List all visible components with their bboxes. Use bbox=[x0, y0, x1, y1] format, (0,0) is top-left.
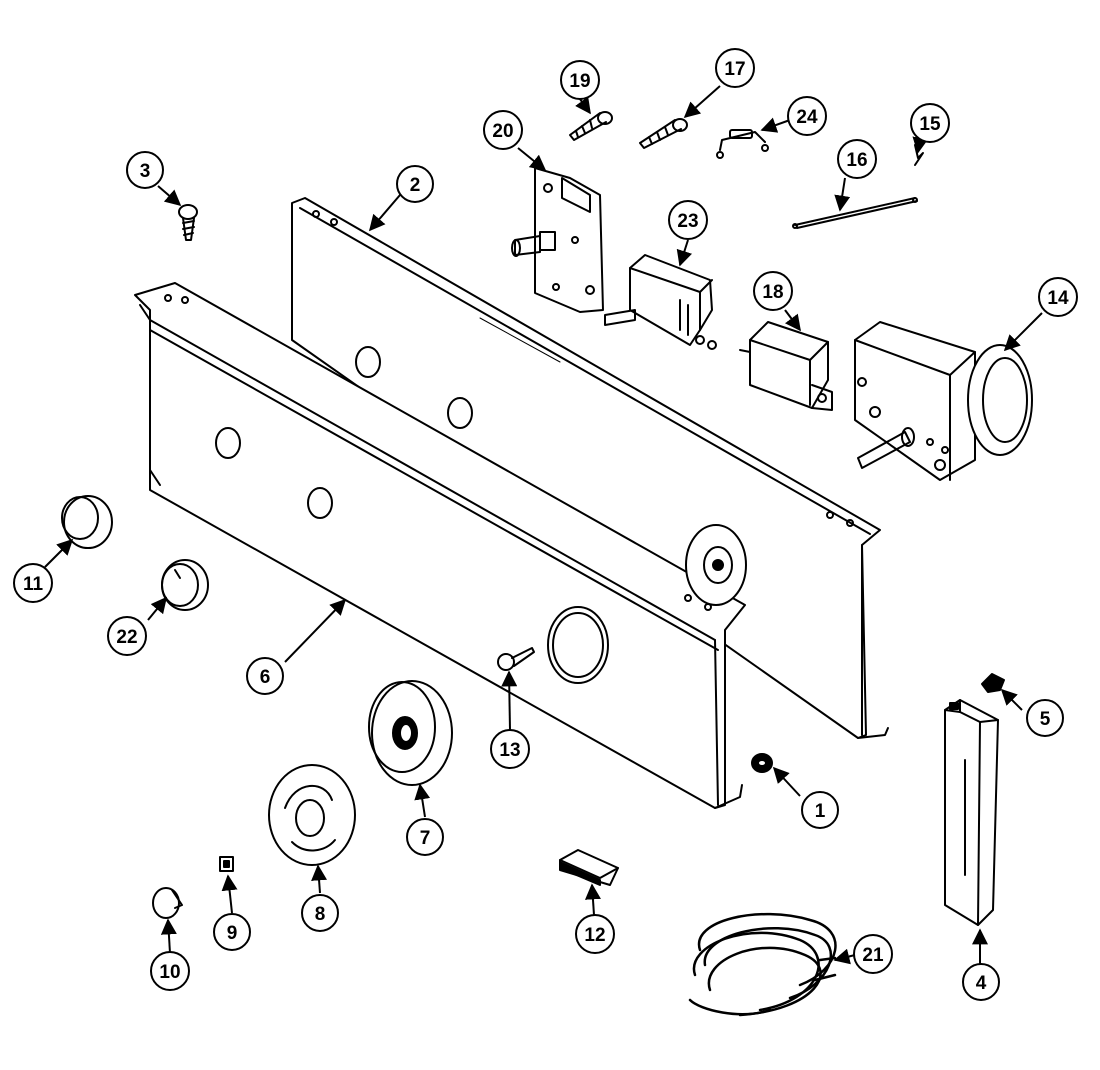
screw-part-13 bbox=[497, 647, 535, 671]
callout-12: 12 bbox=[575, 914, 615, 954]
callout-label-8: 8 bbox=[315, 904, 326, 925]
callout-21: 21 bbox=[853, 934, 893, 974]
callout-label-13: 13 bbox=[499, 740, 520, 761]
post-part-4 bbox=[944, 699, 999, 926]
timer-motor-part-14 bbox=[854, 321, 1033, 481]
relay-part-18 bbox=[739, 321, 833, 411]
callout-20: 20 bbox=[483, 110, 523, 150]
pad-part-12 bbox=[559, 849, 619, 886]
callout-label-15: 15 bbox=[919, 114, 941, 135]
callout-label-12: 12 bbox=[584, 925, 605, 946]
knob-part-8 bbox=[268, 764, 356, 866]
dial-part-7 bbox=[368, 680, 453, 786]
cap-part-10 bbox=[152, 887, 183, 919]
callout-label-1: 1 bbox=[815, 801, 826, 822]
callout-label-17: 17 bbox=[724, 59, 745, 80]
knob-part-22 bbox=[161, 559, 209, 611]
callout-label-19: 19 bbox=[569, 71, 590, 92]
callout-15: 15 bbox=[910, 103, 950, 143]
callout-4: 4 bbox=[962, 963, 1000, 1001]
callout-10: 10 bbox=[150, 951, 190, 991]
callout-label-22: 22 bbox=[116, 627, 137, 648]
callout-label-10: 10 bbox=[159, 962, 180, 983]
callout-11: 11 bbox=[13, 563, 53, 603]
wire-part-24 bbox=[716, 129, 769, 159]
callout-label-4: 4 bbox=[976, 973, 987, 994]
callout-label-3: 3 bbox=[140, 161, 151, 182]
screw-part-3 bbox=[178, 204, 198, 241]
callout-label-21: 21 bbox=[862, 945, 884, 966]
callout-label-2: 2 bbox=[410, 175, 421, 196]
callout-label-23: 23 bbox=[677, 211, 698, 232]
callout-19: 19 bbox=[560, 60, 600, 100]
callout-label-20: 20 bbox=[492, 121, 513, 142]
callout-9: 9 bbox=[213, 913, 251, 951]
callout-label-9: 9 bbox=[227, 923, 238, 944]
clip-part-5 bbox=[981, 673, 1005, 693]
knob-part-11 bbox=[61, 495, 113, 549]
callout-18: 18 bbox=[753, 271, 793, 311]
callout-1: 1 bbox=[801, 791, 839, 829]
callout-label-7: 7 bbox=[420, 828, 431, 849]
callout-label-5: 5 bbox=[1040, 709, 1051, 730]
dial-rear bbox=[685, 524, 747, 606]
callout-23: 23 bbox=[668, 200, 708, 240]
callout-8: 8 bbox=[301, 894, 339, 932]
switch-part-20 bbox=[511, 167, 604, 313]
screw-part-17 bbox=[639, 118, 688, 149]
callout-13: 13 bbox=[490, 729, 530, 769]
callout-17: 17 bbox=[715, 48, 755, 88]
callout-16: 16 bbox=[837, 139, 877, 179]
callout-5: 5 bbox=[1026, 699, 1064, 737]
callout-22: 22 bbox=[107, 616, 147, 656]
leader-lines bbox=[44, 85, 1043, 965]
callout-label-18: 18 bbox=[762, 282, 783, 303]
wire-harness-part-21 bbox=[688, 912, 837, 1017]
callout-bubbles: 1 2 3 4 5 6 7 8 bbox=[13, 48, 1078, 1001]
callout-24: 24 bbox=[787, 96, 827, 136]
front-panel-part bbox=[134, 282, 746, 809]
callout-14: 14 bbox=[1038, 277, 1078, 317]
callout-6: 6 bbox=[246, 657, 284, 695]
callout-label-11: 11 bbox=[23, 574, 44, 595]
callout-label-6: 6 bbox=[260, 667, 271, 688]
clip-part-9 bbox=[219, 856, 234, 872]
callout-label-24: 24 bbox=[796, 107, 818, 128]
callout-7: 7 bbox=[406, 818, 444, 856]
rod-part-16 bbox=[792, 197, 918, 229]
callout-2: 2 bbox=[396, 165, 434, 203]
switch-part-23 bbox=[604, 254, 717, 350]
callout-label-16: 16 bbox=[846, 150, 867, 171]
nut-part-1 bbox=[751, 753, 773, 773]
screw-part-19 bbox=[569, 111, 613, 141]
callout-label-14: 14 bbox=[1047, 288, 1069, 309]
callout-3: 3 bbox=[126, 151, 164, 189]
